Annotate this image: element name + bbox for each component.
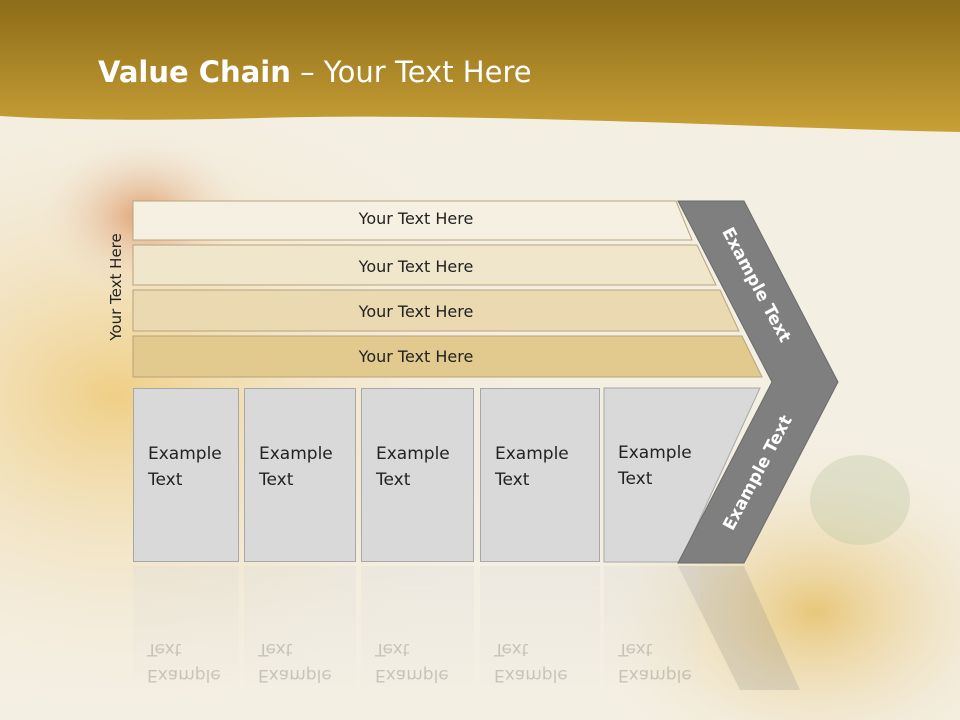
- bar-4: [132, 335, 763, 378]
- box-1-reflection-label: Example Text: [147, 639, 221, 685]
- bar-2-label: Your Text Here: [358, 257, 474, 276]
- bar-4-label: Your Text Here: [358, 347, 474, 366]
- bar-1-label: Your Text Here: [358, 209, 474, 228]
- chevron-reflection: [678, 566, 800, 690]
- bar-1: [132, 200, 693, 241]
- box-3-label: Example Text: [376, 444, 450, 490]
- slide-title: Value Chain – Your Text Here: [98, 55, 532, 89]
- box-1: Example Text: [133, 388, 239, 562]
- box-4-reflection: Example Text: [480, 566, 600, 686]
- box-2-label: Example Text: [259, 444, 333, 490]
- bar-3-label: Your Text Here: [358, 302, 474, 321]
- title-main: Value Chain: [98, 55, 291, 89]
- box-3-reflection-label: Example Text: [375, 639, 449, 685]
- header-band: [0, 0, 960, 132]
- chevron-arrow: [677, 200, 839, 564]
- box-4: Example Text: [480, 388, 600, 562]
- title-rest: – Your Text Here: [290, 55, 532, 89]
- box-5-label: Example Text: [618, 443, 692, 489]
- box-4-reflection-label: Example Text: [494, 639, 568, 685]
- box-3-reflection: Example Text: [361, 566, 474, 686]
- box-2-reflection-label: Example Text: [258, 639, 332, 685]
- box-5: Example Text: [604, 388, 700, 562]
- box-1-label: Example Text: [148, 444, 222, 490]
- bar-3: [132, 289, 740, 332]
- box-5-reflection-label: Example Text: [618, 639, 692, 685]
- bar-2: [132, 244, 717, 286]
- box-1-reflection: Example Text: [133, 566, 239, 686]
- box-4-label: Example Text: [495, 444, 569, 490]
- box-2: Example Text: [244, 388, 356, 562]
- box-5-reflection: Example Text: [604, 566, 700, 686]
- box-3: Example Text: [361, 388, 474, 562]
- box-2-reflection: Example Text: [244, 566, 356, 686]
